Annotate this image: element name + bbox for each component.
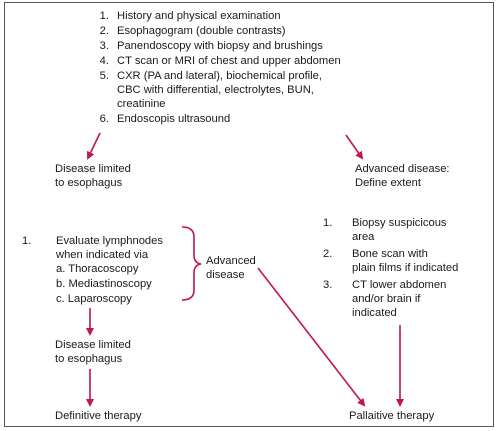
extent-step-3-num: 3. xyxy=(323,279,333,291)
extent-step-2-num: 2. xyxy=(323,248,333,260)
extent-step-3-line-2: and/or brain if xyxy=(352,293,421,305)
evaluate-line-3: a. Thoracoscopy xyxy=(56,263,139,275)
left-outcome-2-line-1: Disease limited xyxy=(55,339,131,351)
extent-step-2-line-1: Bone scan with xyxy=(352,248,428,260)
right-outcome-line-2: Define extent xyxy=(355,177,421,189)
advanced-disease-line-2: disease xyxy=(206,269,245,281)
extent-step-3-line-3: indicated xyxy=(352,307,397,319)
evaluate-line-5: c. Laparoscopy xyxy=(56,293,132,305)
left-outcome-2-line-2: to esophagus xyxy=(55,353,123,365)
extent-step-3-line-1: CT lower abdomen xyxy=(352,279,447,291)
extent-step-1-num: 1. xyxy=(323,217,333,229)
right-outcome-line-1: Advanced disease: xyxy=(355,163,450,175)
extent-step-2-line-2: plain films if indicated xyxy=(352,262,459,274)
left-outcome-line-2: to esophagus xyxy=(55,177,123,189)
workup-item-5-line-2: CBC with differential, electrolytes, BUN… xyxy=(117,84,314,96)
definitive-therapy: Definitive therapy xyxy=(55,410,142,422)
diagram-frame xyxy=(4,2,494,427)
evaluate-line-1: Evaluate lymphnodes xyxy=(56,235,163,247)
evaluate-line-4: b. Mediastinoscopy xyxy=(56,278,152,290)
evaluate-num: 1. xyxy=(22,235,32,247)
workup-item-5-line-3: creatinine xyxy=(117,98,166,110)
left-outcome-line-1: Disease limited xyxy=(55,163,131,175)
extent-step-1-line-2: area xyxy=(352,231,375,243)
extent-step-1-line-1: Biopsy suspicicous xyxy=(352,217,447,229)
evaluate-line-2: when indicated via xyxy=(56,249,149,261)
palliative-therapy: Pallaitive therapy xyxy=(349,410,435,422)
advanced-disease-line-1: Advanced xyxy=(206,255,256,267)
